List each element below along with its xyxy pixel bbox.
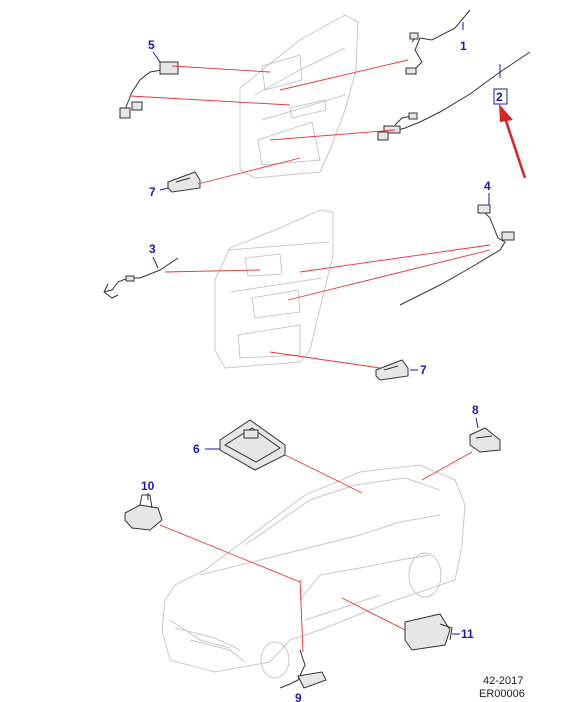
car-outline — [161, 464, 466, 679]
footer-ref: ER00006 — [479, 688, 525, 700]
rear-door-trim — [214, 209, 334, 369]
footer-year: 42-2017 — [483, 675, 523, 687]
part-11-module[interactable] — [404, 613, 453, 651]
part-8-luggage-lamp[interactable] — [469, 427, 501, 453]
callout-7-rear[interactable]: 7 — [420, 363, 427, 377]
callout-10[interactable]: 10 — [141, 479, 155, 493]
callout-3[interactable]: 3 — [149, 242, 156, 256]
callout-9[interactable]: 9 — [295, 691, 302, 702]
callout-8[interactable]: 8 — [472, 403, 479, 417]
callout-7-front[interactable]: 7 — [149, 185, 156, 199]
leader-lines — [129, 59, 491, 653]
callout-2[interactable]: 2 — [496, 90, 503, 104]
part-2-harness[interactable] — [377, 51, 531, 141]
part-4-harness[interactable] — [399, 204, 515, 306]
part-9-bracket[interactable] — [279, 649, 327, 689]
callout-4[interactable]: 4 — [484, 179, 491, 193]
callout-2-box — [493, 88, 508, 105]
part-5-harness[interactable] — [119, 61, 179, 119]
part-7-front-lamp[interactable] — [167, 171, 201, 193]
front-door-trim — [239, 14, 359, 179]
part-3-harness[interactable] — [103, 257, 179, 299]
callout-11[interactable]: 11 — [461, 627, 474, 641]
callout-1[interactable]: 1 — [460, 39, 467, 53]
part-7-rear-lamp[interactable] — [375, 359, 409, 381]
callout-ticks — [147, 22, 501, 635]
part-1-harness[interactable] — [405, 9, 471, 75]
part-10-bulb-holder[interactable] — [124, 494, 163, 531]
callout-5[interactable]: 5 — [148, 38, 155, 52]
highlight-arrow — [499, 104, 527, 179]
callout-6[interactable]: 6 — [193, 442, 200, 456]
part-6-interior-lamp[interactable] — [219, 419, 286, 471]
